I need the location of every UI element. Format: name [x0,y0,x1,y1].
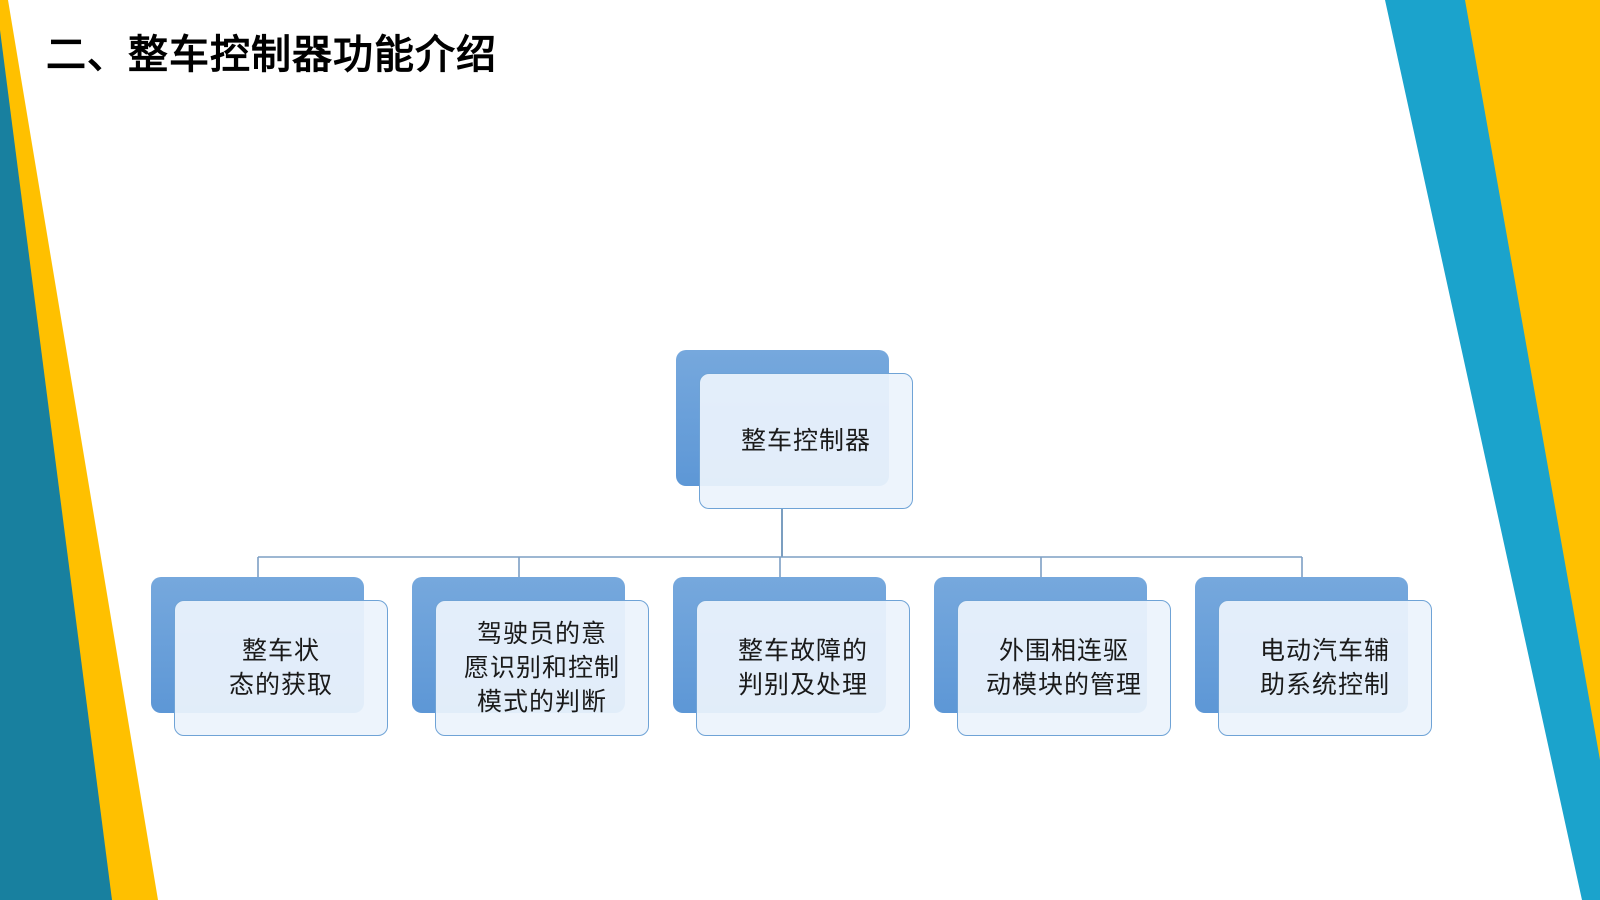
node-driver-intent-recognition: 驾驶员的意 愿识别和控制 模式的判断 [412,577,649,736]
node-label: 驾驶员的意 愿识别和控制 模式的判断 [463,619,620,716]
node-front-shape: 外围相连驱 动模块的管理 [957,600,1171,736]
slide-title: 二、整车控制器功能介绍 [46,32,497,78]
node-vehicle-controller: 整车控制器 [676,350,913,509]
node-label: 整车控制器 [740,426,871,455]
node-front-shape: 电动汽车辅 助系统控制 [1218,600,1432,736]
node-auxiliary-system-control: 电动汽车辅 助系统控制 [1195,577,1432,736]
node-front-shape: 驾驶员的意 愿识别和控制 模式的判断 [435,600,649,736]
node-label: 整车故障的 判别及处理 [737,636,868,699]
node-peripheral-drive-management: 外围相连驱 动模块的管理 [934,577,1171,736]
node-label: 电动汽车辅 助系统控制 [1259,636,1390,699]
left-teal-band [0,30,112,900]
node-label: 外围相连驱 动模块的管理 [985,636,1142,699]
node-fault-diagnosis: 整车故障的 判别及处理 [673,577,910,736]
node-front-shape: 整车控制器 [699,373,913,509]
node-label: 整车状 态的获取 [228,636,333,699]
right-blue-band [1385,0,1600,900]
node-vehicle-state-acquisition: 整车状 态的获取 [151,577,388,736]
node-front-shape: 整车状 态的获取 [174,600,388,736]
node-front-shape: 整车故障的 判别及处理 [696,600,910,736]
